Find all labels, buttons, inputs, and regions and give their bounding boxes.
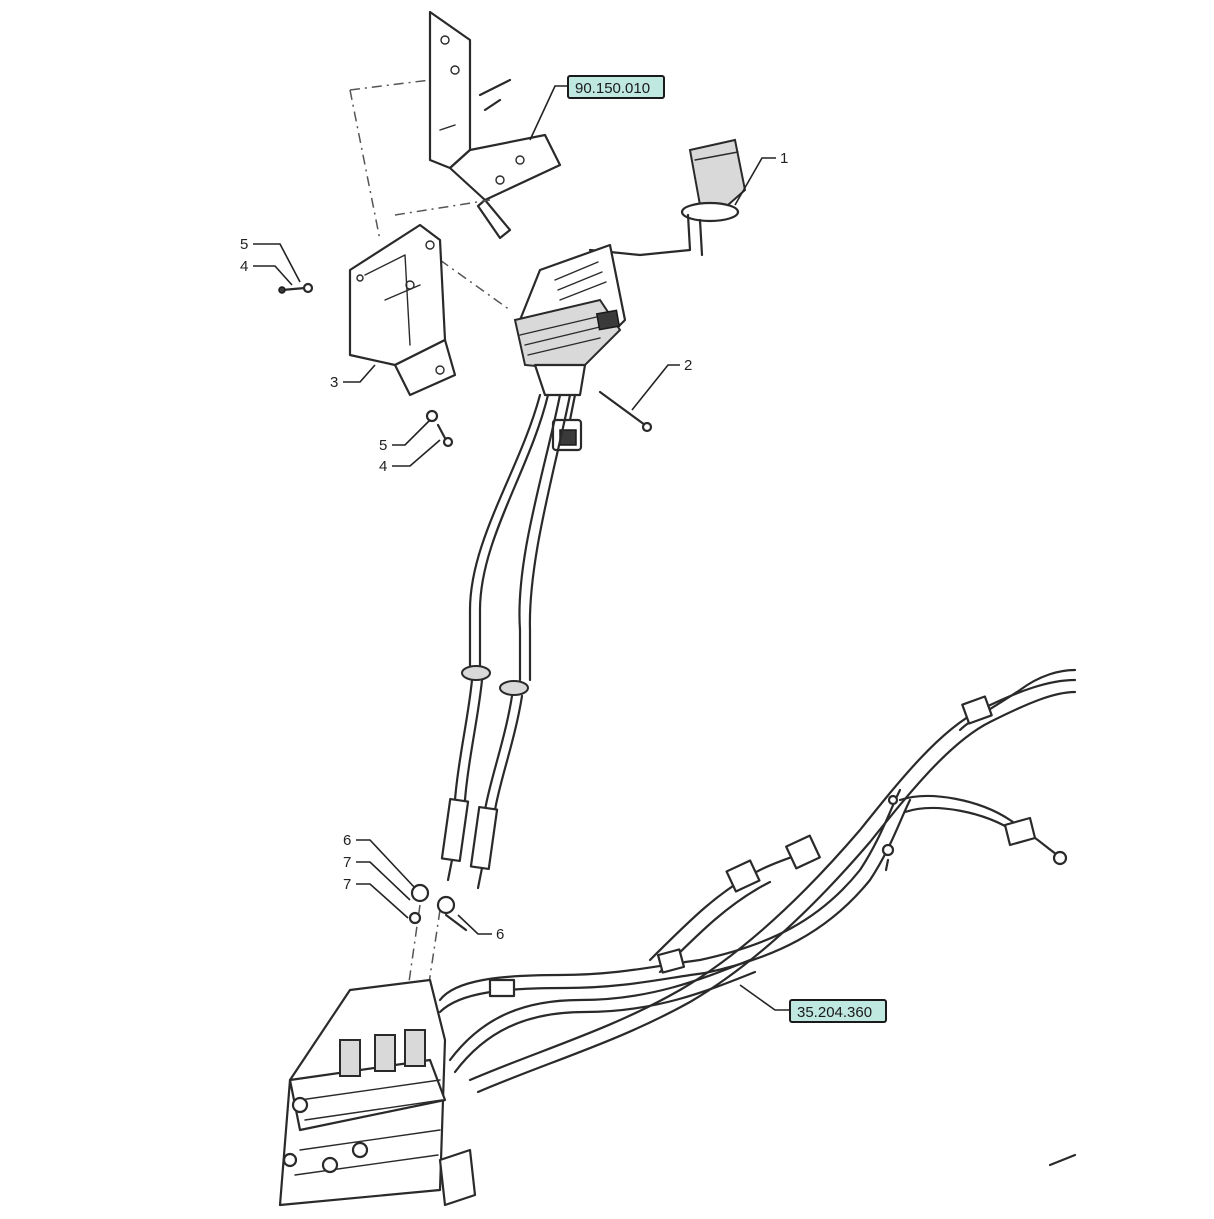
upper-fasteners — [278, 282, 314, 294]
mounting-bolt — [598, 390, 653, 433]
callout-6-right: 6 — [496, 926, 504, 943]
callout-3: 3 — [330, 374, 338, 391]
joystick-control-valve — [513, 243, 627, 397]
callout-2: 2 — [684, 357, 692, 374]
hose-fittings — [408, 883, 468, 932]
pilot-hoses — [440, 393, 572, 890]
joystick-bracket — [348, 223, 457, 397]
main-hydraulic-lines — [438, 668, 1077, 1094]
callout-labels: 1 2 3 4 5 5 4 6 7 7 6 — [240, 150, 788, 943]
reference-box-upper[interactable]: 90.150.010 — [567, 75, 665, 99]
joystick-handle — [588, 138, 747, 257]
callout-4-lower: 4 — [379, 458, 387, 475]
reference-labels: 90.150.010 35.204.360 — [567, 75, 887, 1023]
callout-4-upper: 4 — [240, 258, 248, 275]
lower-fasteners — [425, 409, 454, 448]
reference-label-lower: 35.204.360 — [797, 1004, 872, 1021]
upper-mounting-bracket — [428, 10, 562, 240]
leader-lines — [253, 85, 790, 1011]
callout-6-left: 6 — [343, 832, 351, 849]
callout-5-lower: 5 — [379, 437, 387, 454]
reference-box-lower[interactable]: 35.204.360 — [789, 999, 887, 1023]
callout-7-lower: 7 — [343, 876, 351, 893]
control-valve-assembly — [278, 978, 1077, 1207]
reference-label-upper: 90.150.010 — [575, 80, 650, 97]
callout-7-upper: 7 — [343, 854, 351, 871]
callout-1: 1 — [780, 150, 788, 167]
callout-5-upper: 5 — [240, 236, 248, 253]
